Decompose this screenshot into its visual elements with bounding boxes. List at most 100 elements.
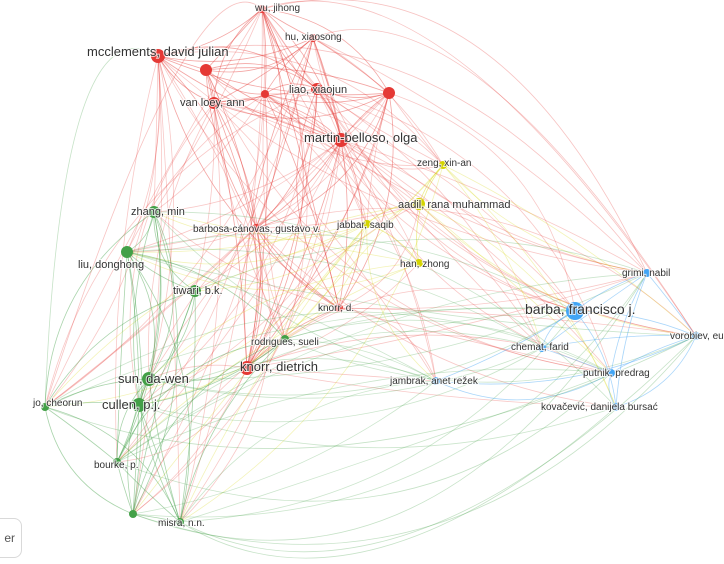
node-barbosa[interactable] [252,224,260,232]
link-vanloey-rodrigues [213,102,286,340]
link-r_unl3-cullen [138,92,390,406]
link-r_unl2-rodrigues [262,93,286,340]
label-knorrdietrich[interactable]: knorr, dietrich [239,358,319,375]
node-tiwari[interactable] [189,285,201,297]
link-han-liu [126,251,420,291]
node-r_unl2[interactable] [261,90,269,98]
node-cullen[interactable] [132,398,146,412]
node-chemat[interactable] [538,344,546,352]
label-liu[interactable]: liu, donghong [77,258,145,272]
label-hu[interactable]: hu, xiaosong [284,31,343,44]
label-grimi[interactable]: grimi, nabil [621,267,671,280]
label-chemat[interactable]: chemat, farid [510,341,570,354]
node-kovacevic[interactable] [612,403,620,411]
node-g_unl1[interactable] [129,510,137,518]
node-jo[interactable] [41,403,49,411]
node-sun[interactable] [142,372,156,386]
node-jabbar[interactable] [363,220,371,228]
label-kovacevic[interactable]: kovačević, danijela bursać [540,401,659,414]
label-cullen[interactable]: cullen, p.j. [101,396,162,413]
label-han[interactable]: han, zhong [399,258,451,271]
label-vorobiev[interactable]: vorobiev, eugène [669,330,724,343]
label-jambrak[interactable]: jambrak, anet režek [388,375,480,388]
link-jo-barba [44,307,576,408]
label-putnik[interactable]: putnik, predrag [582,367,651,380]
node-r_unl3[interactable] [383,87,395,99]
link-grimi-vorobiev [646,272,697,337]
link-liao-jo [44,88,318,408]
label-misra[interactable]: misra, n.n. [157,517,206,530]
label-aadil[interactable]: aadil, rana muhammad [397,198,512,212]
label-martin[interactable]: martin-belloso, olga [303,129,419,146]
node-aadil[interactable] [413,198,425,210]
link-martin-jabbar [340,139,368,225]
label-barba[interactable]: barba, francisco j. [524,300,637,318]
link-knorrd-jambrak [338,307,437,382]
node-knorrdietrich[interactable] [240,361,254,375]
link-r_unl3-jabbar [366,92,390,225]
link-jo-putnik [44,311,612,408]
label-sun[interactable]: sun, da-wen [117,370,190,387]
label-barbosa[interactable]: barbosa-cánovas, gustavo v. [192,223,321,236]
link-martin-bourke [116,139,342,463]
link-tiwari-g_unl1 [132,290,196,515]
link-sun-barba [148,310,576,396]
link-barbosa-jo [44,227,257,408]
node-han[interactable] [415,259,423,267]
node-vanloey[interactable] [208,97,220,109]
link-vanloey-knorrdietrich [213,102,261,369]
link-vanloey-tiwari [194,102,215,292]
node-mcclements[interactable] [151,49,165,63]
node-wu[interactable] [258,5,266,13]
link-sun-jo [44,378,150,408]
link-r_unl3-barbosa [255,92,390,229]
link-zhang-tiwari [153,211,196,292]
node-knorrd[interactable] [335,304,343,312]
node-rodrigues[interactable] [281,335,289,343]
link-r_unl3-knorrdietrich [246,92,390,369]
label-mcclements[interactable]: mcclements, david julian [86,43,230,60]
label-wu[interactable]: wu, jihong [253,2,301,15]
node-zhang[interactable] [148,206,160,218]
label-jabbar[interactable]: jabbar, saqib [335,219,395,232]
link-wu-jo [44,8,263,408]
label-zeng[interactable]: zeng, xin-an [416,157,472,170]
node-bourke[interactable] [113,458,121,466]
label-vanloey[interactable]: van loey, ann [179,96,246,110]
link-liu-misra [126,251,191,523]
link-jabbar-liu [126,223,368,265]
link-vanloey-aadil [213,102,420,205]
label-rodrigues[interactable]: rodrigues, sueli [250,336,320,349]
link-barbosa-knorrd [255,227,340,309]
node-martin[interactable] [334,133,348,147]
node-liu[interactable] [121,246,133,258]
link-aadil-putnik [418,203,612,374]
link-jabbar-zhang [153,211,368,241]
node-zeng[interactable] [439,161,447,169]
node-liao[interactable] [311,83,323,95]
node-grimi[interactable] [643,269,651,277]
node-barba[interactable] [566,302,584,320]
label-jo[interactable]: jo, cheorun [31,397,83,410]
node-vorobiev[interactable] [692,332,700,340]
node-misra[interactable] [176,518,184,526]
link-jabbar-cullen [138,223,368,406]
link-hu-vanloey [213,37,314,104]
label-bourke[interactable]: bourke, p. [93,459,139,472]
label-liao[interactable]: liao, xiaojun [288,83,348,97]
link-rodrigues-barba [284,307,576,340]
link-hu-r_unl1 [205,37,314,73]
label-tiwari[interactable]: tiwari, b.k. [172,284,224,298]
partial-control-button[interactable]: er [0,518,22,558]
node-jambrak[interactable] [432,377,440,385]
link-sun-g_unl1 [127,378,150,515]
link-martin-vorobiev [340,139,697,337]
label-zhang[interactable]: zhang, min [130,205,186,219]
link-liao-cullen [138,88,318,406]
link-martin-barbosa [255,139,342,229]
link-jabbar-jambrak [366,223,437,382]
node-r_unl1[interactable] [200,64,212,76]
label-knorrd[interactable]: knorr, d. [317,302,355,315]
node-hu[interactable] [309,34,317,42]
node-putnik[interactable] [607,369,615,377]
